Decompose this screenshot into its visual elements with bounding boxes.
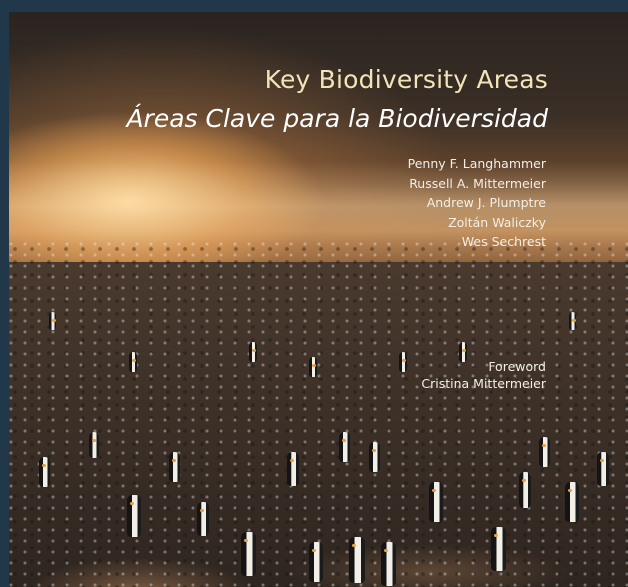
cover-title-spanish: Áreas Clave para la Biodiversidad <box>126 104 548 133</box>
penguin-figure <box>49 312 56 330</box>
cover-title-block: Key Biodiversity Areas Áreas Clave para … <box>126 64 548 136</box>
penguin-figure <box>459 342 467 362</box>
author-name: Russell A. Mittermeier <box>409 175 546 191</box>
foreword-credit: Foreword Cristina Mittermeier <box>421 358 546 392</box>
penguin-colony-texture <box>9 242 628 587</box>
cover-photo-mist <box>9 162 628 272</box>
penguin-figure <box>381 542 396 586</box>
penguin-figure <box>399 352 407 372</box>
penguin-figure <box>39 457 50 487</box>
penguin-figure <box>129 352 137 372</box>
penguin-figure <box>539 437 550 467</box>
penguin-figure <box>309 542 323 582</box>
penguin-figure <box>369 442 380 472</box>
penguin-figure <box>349 537 365 583</box>
penguin-figure <box>127 495 141 537</box>
penguin-figure <box>491 527 506 571</box>
penguin-figure <box>569 312 576 330</box>
penguin-figure <box>197 502 209 536</box>
penguin-figure <box>169 452 180 482</box>
penguin-figure <box>287 452 299 486</box>
author-name: Andrew J. Plumptre <box>426 195 546 210</box>
penguin-figure <box>309 357 317 377</box>
author-name: Penny F. Langhammer <box>407 156 546 171</box>
cover-title-english: Key Biodiversity Areas <box>264 65 548 94</box>
penguin-figure <box>519 472 531 508</box>
author-name: Zoltán Waliczky <box>448 214 546 230</box>
cover-photo-beach <box>9 262 628 587</box>
author-name: Wes Sechrest <box>461 234 546 249</box>
penguin-figure <box>429 482 443 522</box>
author-list: Penny F. Langhammer Russell A. Mittermei… <box>408 154 546 252</box>
penguin-figure <box>89 432 99 458</box>
penguin-figure <box>339 432 350 462</box>
penguin-figure <box>241 532 256 576</box>
penguin-colony <box>9 12 628 587</box>
penguin-figure <box>249 342 257 362</box>
foreword-label: Foreword <box>488 359 546 374</box>
penguin-figure <box>565 482 579 522</box>
foreword-author: Cristina Mittermeier <box>421 376 546 391</box>
book-cover: Key Biodiversity Areas Áreas Clave para … <box>9 12 628 587</box>
penguin-figure <box>597 452 609 486</box>
